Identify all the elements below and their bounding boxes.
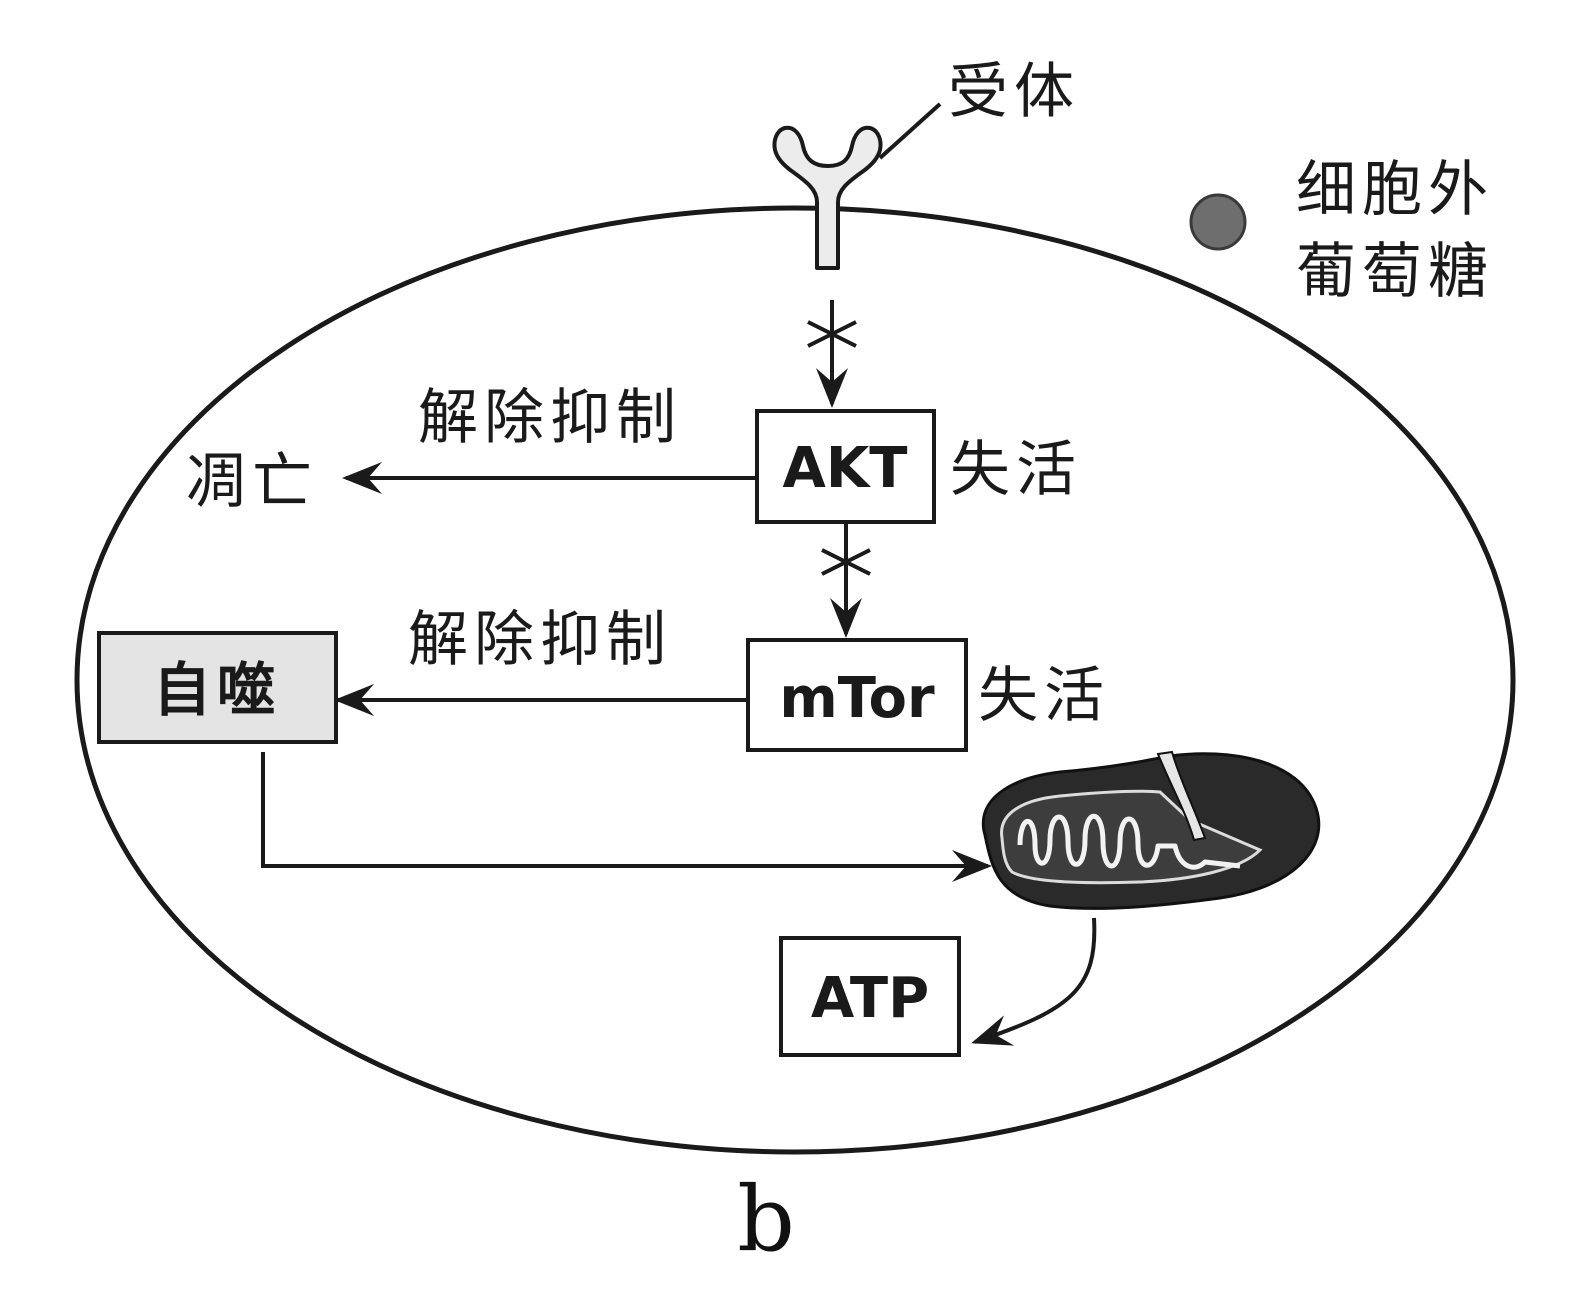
glucose-label-line2: 葡萄糖 xyxy=(1296,237,1494,307)
atp-label: ATP xyxy=(811,966,929,1031)
mtor-state-label: 失活 xyxy=(978,661,1110,731)
akt-box xyxy=(755,409,936,524)
akt-label: AKT xyxy=(783,436,908,501)
apoptosis-label: 凋亡 xyxy=(186,447,318,517)
autophagy-label: 自噬 xyxy=(153,656,281,724)
mitochondrion-to-atp-arrow xyxy=(971,917,1097,1046)
glucose-icon xyxy=(1189,193,1247,251)
akt-state-label: 失活 xyxy=(950,435,1082,505)
block-mark-icon xyxy=(821,548,871,576)
block-mark-icon xyxy=(807,320,857,348)
receptor-leader-line xyxy=(878,102,942,160)
subfigure-label: b xyxy=(737,1167,795,1272)
cell-membrane xyxy=(74,205,1516,1155)
atp-box xyxy=(779,936,961,1057)
mitochondrion-icon xyxy=(981,750,1321,910)
autophagy-box xyxy=(97,631,338,744)
receptor-icon xyxy=(772,125,883,270)
mtor-box xyxy=(746,638,968,752)
release-inhibition-label-2: 解除抑制 xyxy=(408,605,672,675)
mtor-label: mTor xyxy=(779,666,935,731)
glucose-label-line1: 细胞外 xyxy=(1296,155,1494,225)
autophagy-to-mitochondrion-arrow xyxy=(261,752,992,882)
release-inhibition-label-1: 解除抑制 xyxy=(418,383,682,453)
receptor-label: 受体 xyxy=(948,57,1080,127)
